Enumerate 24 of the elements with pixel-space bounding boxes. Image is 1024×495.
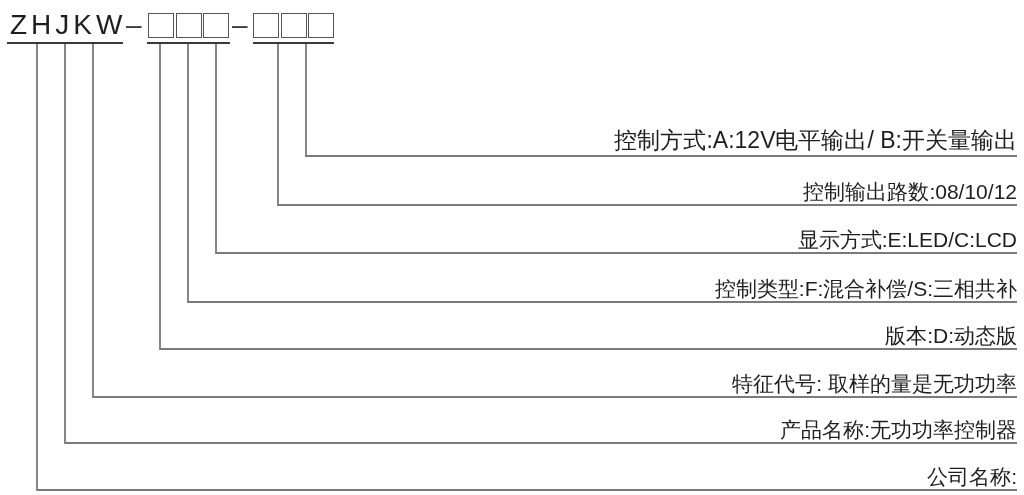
placeholder-box: [308, 13, 334, 38]
designation-label: 产品名称:无功功率控制器: [780, 416, 1017, 442]
designation-label: 控制方式:A:12V电平输出/ B:开关量输出: [614, 127, 1017, 155]
separator-dash: –: [126, 8, 142, 42]
designation-label: 控制输出路数:08/10/12: [803, 178, 1017, 204]
underline-bar: [147, 42, 230, 44]
leader-line: [305, 43, 1018, 157]
leader-line: [187, 43, 1018, 303]
model-code: ZHJKW: [7, 8, 123, 44]
placeholder-box: [281, 13, 307, 38]
designation-label: 特征代号: 取样的量是无功功率: [732, 370, 1017, 396]
designation-label: 显示方式:E:LED/C:LCD: [797, 226, 1017, 252]
leader-line: [277, 43, 1018, 206]
placeholder-box: [203, 13, 229, 38]
placeholder-box: [148, 13, 174, 38]
designation-label: 控制类型:F:混合补偿/S:三相共补: [714, 275, 1017, 301]
designation-label: 公司名称:: [927, 463, 1017, 489]
underline-bar: [253, 42, 334, 44]
placeholder-box: [253, 13, 279, 38]
leader-line: [215, 43, 1018, 254]
separator-dash: –: [232, 8, 248, 42]
leader-line: [159, 43, 1018, 350]
placeholder-box: [176, 13, 202, 38]
designation-label: 版本:D:动态版: [885, 322, 1017, 348]
